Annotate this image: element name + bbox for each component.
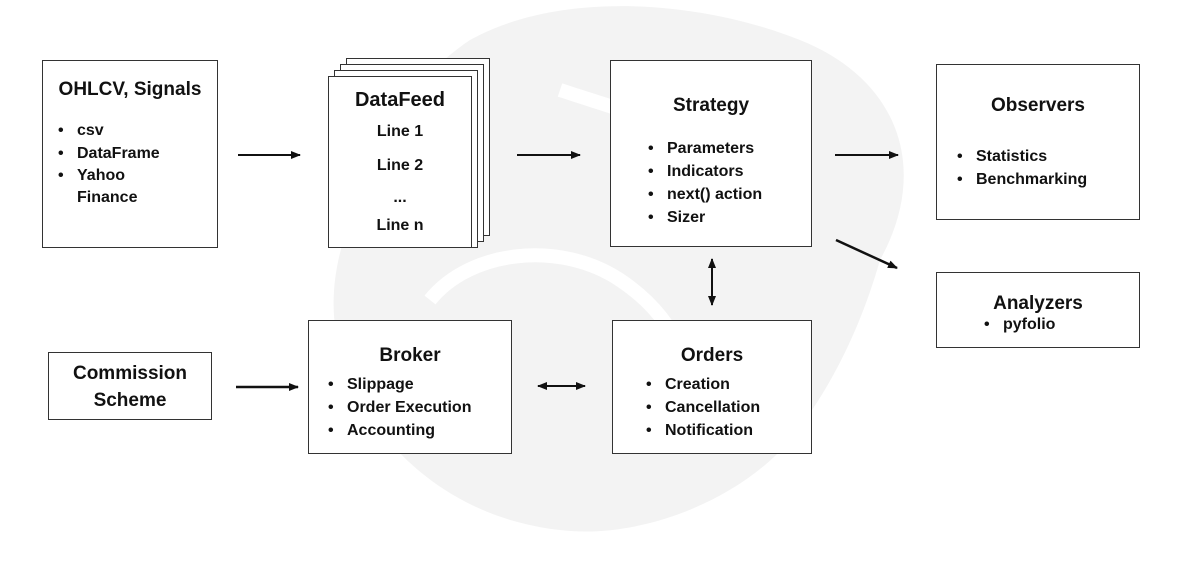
strategy-list: Parameters Indicators next() action Size… <box>645 137 762 229</box>
list-item: Benchmarking <box>954 168 1087 191</box>
list-item: Creation <box>643 373 760 396</box>
analyzers-box: Analyzers pyfolio <box>936 272 1140 348</box>
orders-box: Orders Creation Cancellation Notificatio… <box>612 320 812 454</box>
list-item: next() action <box>645 183 762 206</box>
analyzers-title: Analyzers <box>993 293 1083 314</box>
list-item: Order Execution <box>325 396 471 419</box>
broker-title: Broker <box>379 345 441 366</box>
datafeed-box: DataFeed Line 1 Line 2 ... Line n <box>328 76 472 248</box>
datafeed-title: DataFeed <box>354 89 446 111</box>
list-item: Parameters <box>645 137 762 160</box>
strategy-box: Strategy Parameters Indicators next() ac… <box>610 60 812 247</box>
orders-title: Orders <box>680 345 744 366</box>
source-list: csv DataFrame Yahoo Finance <box>55 119 160 209</box>
list-item: DataFrame <box>55 142 160 165</box>
datafeed-lines: Line 1 Line 2 ... Line n <box>329 77 471 247</box>
observers-title: Observers <box>990 95 1085 116</box>
broker-box: Broker Slippage Order Execution Accounti… <box>308 320 512 454</box>
datafeed-line: ... <box>393 189 407 206</box>
list-item: Statistics <box>954 145 1087 168</box>
datafeed-line: Line n <box>376 217 424 234</box>
list-item: Slippage <box>325 373 471 396</box>
source-title: OHLCV, Signals <box>58 79 202 100</box>
strategy-title: Strategy <box>672 95 750 116</box>
source-box: OHLCV, Signals csv DataFrame Yahoo Finan… <box>42 60 218 248</box>
analyzers-list: pyfolio <box>981 315 1055 335</box>
list-item: Yahoo Finance <box>55 165 160 209</box>
commission-title-line1: Commission <box>72 363 188 384</box>
list-item: Indicators <box>645 160 762 183</box>
observers-box: Observers Statistics Benchmarking <box>936 64 1140 220</box>
list-item: Notification <box>643 419 760 442</box>
list-item: csv <box>55 119 160 142</box>
datafeed-line: Line 2 <box>376 157 424 174</box>
commission-box: Commission Scheme <box>48 352 212 420</box>
orders-list: Creation Cancellation Notification <box>643 373 760 442</box>
datafeed-line: Line 1 <box>376 123 424 140</box>
list-item: pyfolio <box>981 315 1055 335</box>
arrow-strategy-to-analyzers <box>835 238 898 270</box>
list-item: Cancellation <box>643 396 760 419</box>
commission-title-line2: Scheme <box>93 390 167 411</box>
broker-list: Slippage Order Execution Accounting <box>325 373 471 442</box>
observers-list: Statistics Benchmarking <box>954 145 1087 191</box>
list-item: Accounting <box>325 419 471 442</box>
list-item: Sizer <box>645 206 762 229</box>
